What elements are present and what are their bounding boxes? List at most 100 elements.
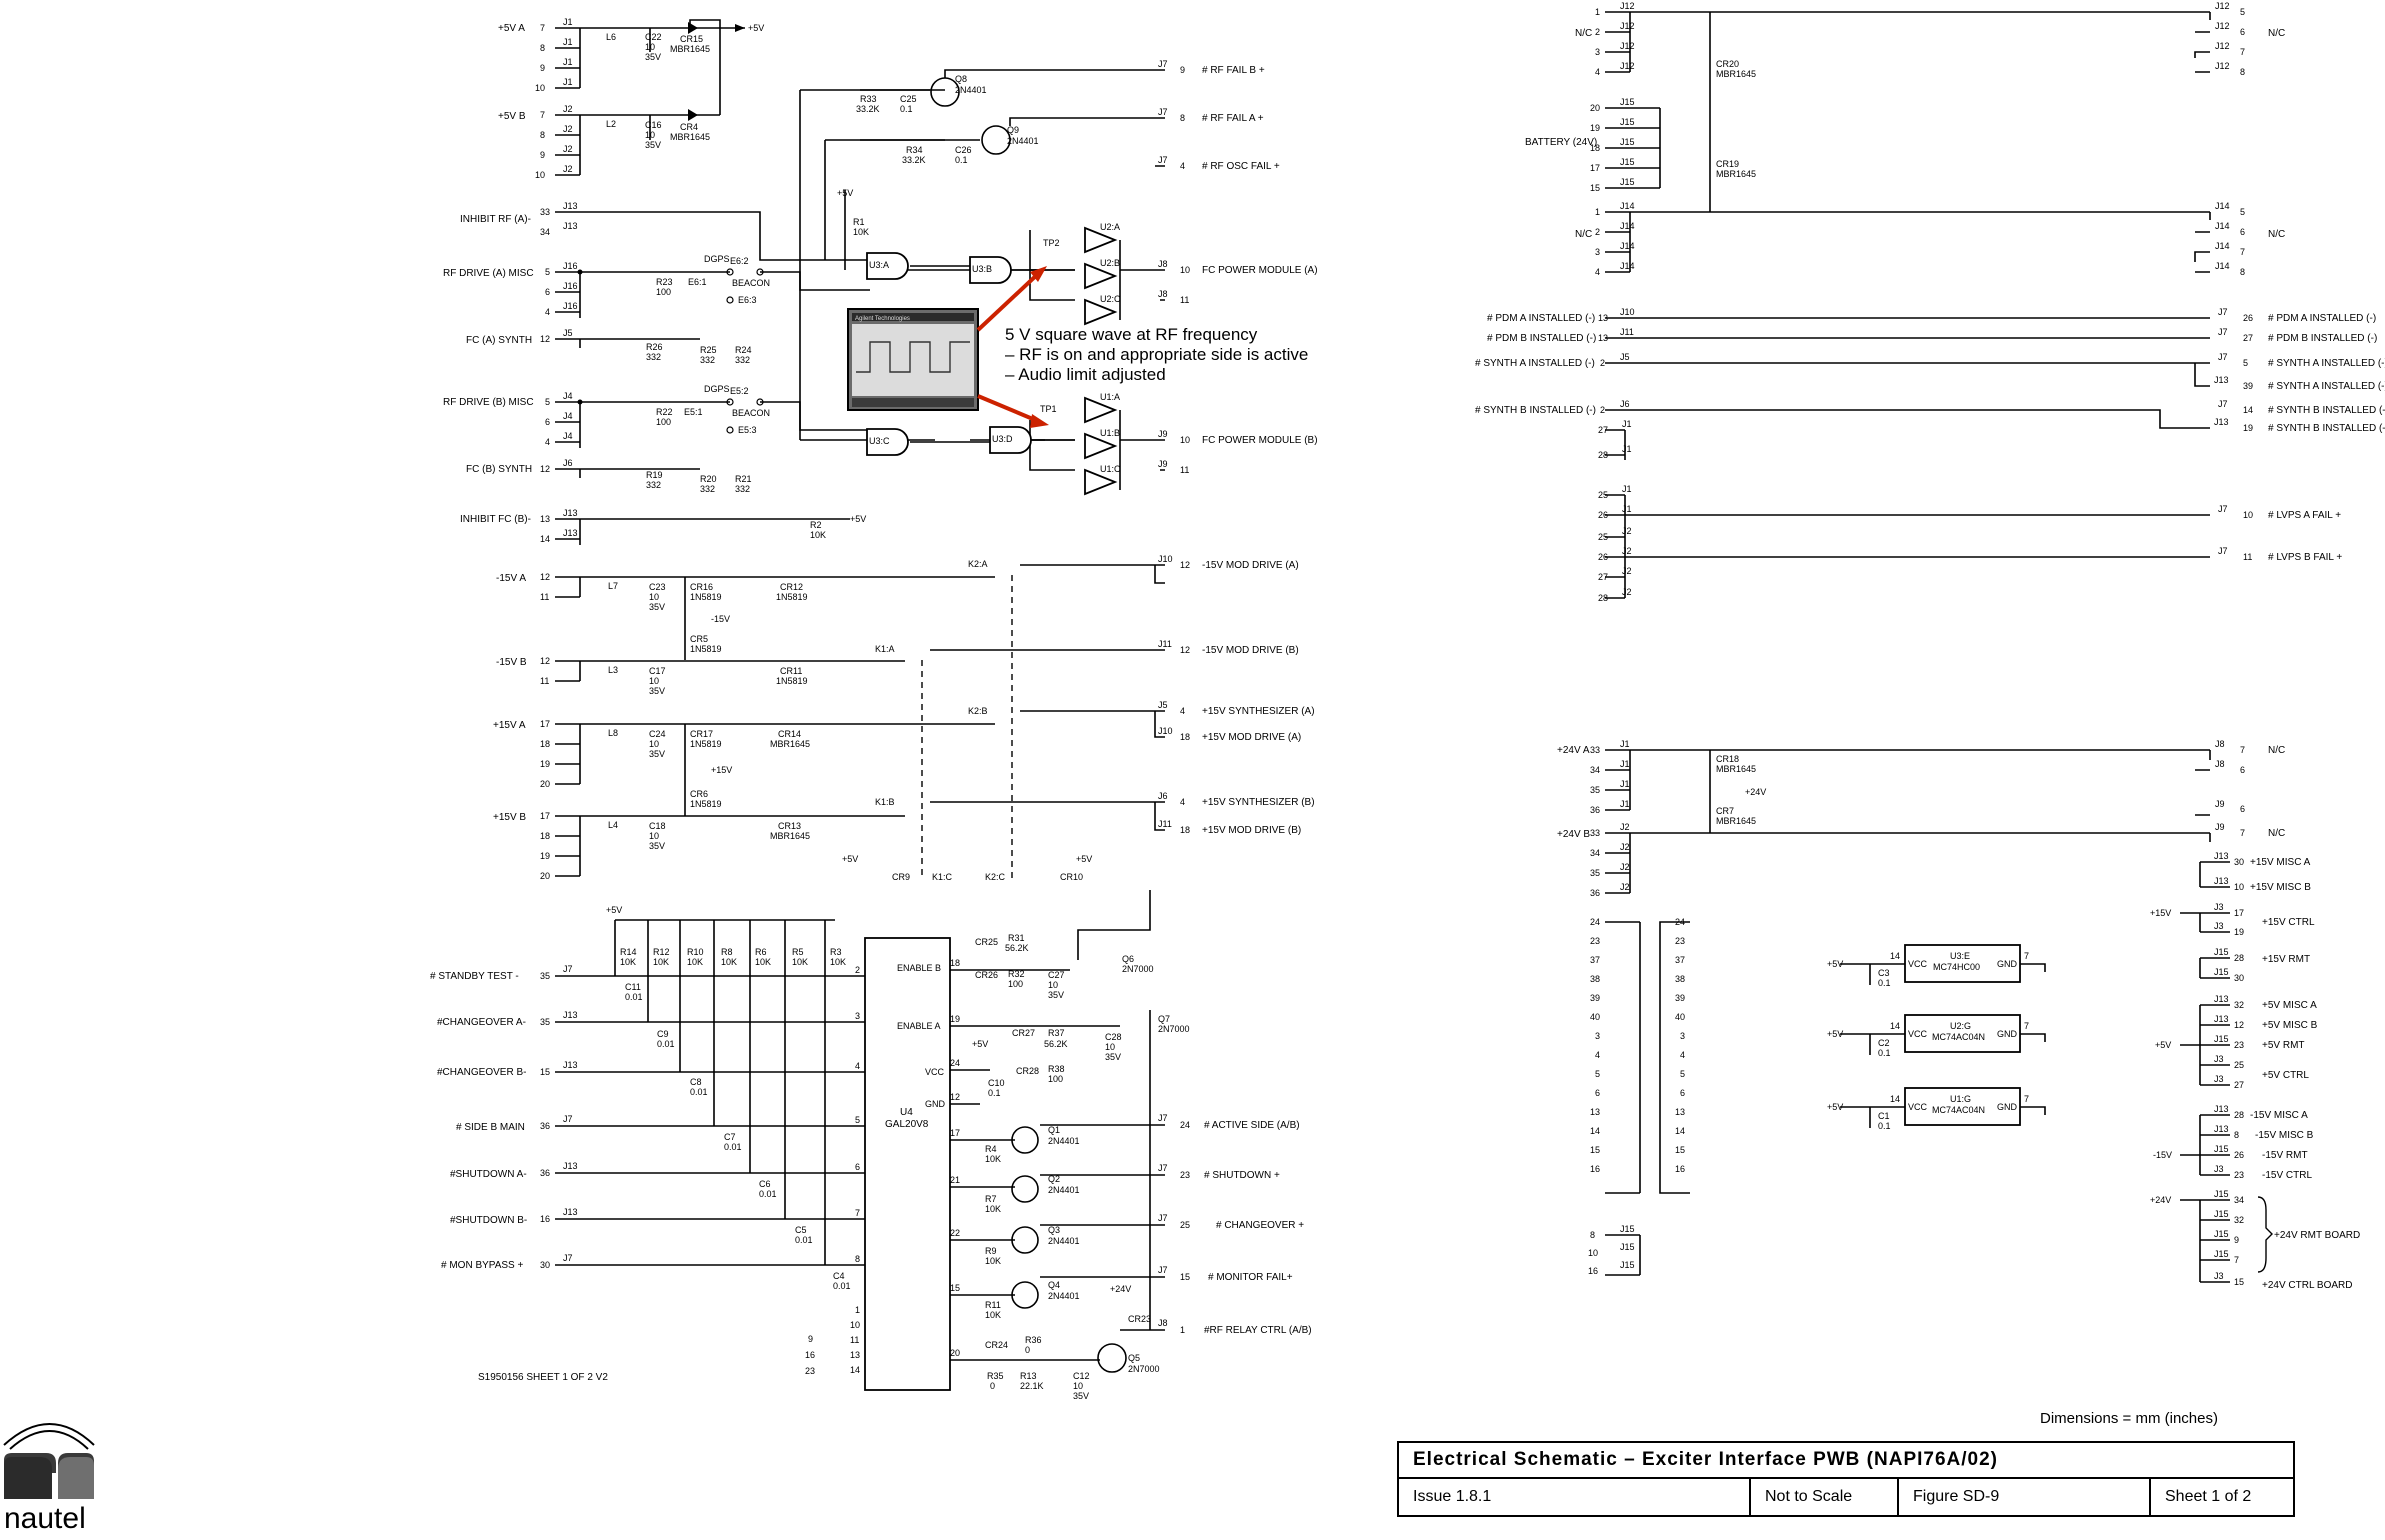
svg-text:7: 7 (2234, 1255, 2239, 1265)
svg-text:R5: R5 (792, 947, 804, 957)
svg-text:+5V: +5V (1827, 959, 1843, 969)
svg-text:U2:C: U2:C (1100, 294, 1121, 304)
svg-text:C2: C2 (1878, 1038, 1890, 1048)
svg-text:R25: R25 (700, 345, 717, 355)
svg-text:Q1: Q1 (1048, 1125, 1060, 1135)
svg-text:J14: J14 (1620, 261, 1635, 271)
out-15v-rmt: +15V RMT (2262, 954, 2310, 965)
svg-text:J13: J13 (563, 1060, 578, 1070)
svg-text:24: 24 (1180, 1120, 1190, 1130)
svg-text:10: 10 (2234, 882, 2244, 892)
svg-text:3: 3 (1680, 1031, 1685, 1041)
svg-text:0.1: 0.1 (1878, 1121, 1891, 1131)
out-15v-ctrl: +15V CTRL (2262, 917, 2315, 928)
svg-text:25: 25 (1598, 532, 1608, 542)
title-block-issue: Issue 1.8.1 (1399, 1479, 1751, 1515)
annotation-line1: 5 V square wave at RF frequency (1005, 325, 1258, 344)
svg-text:10: 10 (1048, 980, 1058, 990)
svg-text:0.01: 0.01 (657, 1039, 675, 1049)
svg-text:J11: J11 (1158, 819, 1172, 829)
svg-text:12: 12 (2234, 1020, 2244, 1030)
svg-text:J2: J2 (563, 124, 573, 134)
svg-text:11: 11 (540, 676, 549, 686)
svg-text:17: 17 (2234, 908, 2244, 918)
svg-text:VCC: VCC (925, 1067, 945, 1077)
svg-text:J7: J7 (2218, 327, 2228, 337)
svg-text:J15: J15 (1620, 137, 1635, 147)
title-block: Electrical Schematic – Exciter Interface… (1397, 1441, 2295, 1517)
svg-text:J10: J10 (1158, 726, 1173, 736)
svg-text:Q2: Q2 (1048, 1174, 1060, 1184)
svg-text:32: 32 (2234, 1000, 2244, 1010)
svg-text:BEACON: BEACON (732, 278, 770, 288)
svg-text:10K: 10K (755, 957, 771, 967)
svg-text:J14: J14 (1620, 221, 1635, 231)
svg-text:18: 18 (1180, 825, 1190, 835)
input-label-inhibit-b: INHIBIT FC (B)- (460, 514, 531, 525)
out-5v-rmt: +5V RMT (2262, 1040, 2305, 1051)
svg-text:11: 11 (850, 1335, 859, 1345)
svg-text:4: 4 (1180, 797, 1185, 807)
svg-text:0.01: 0.01 (690, 1087, 708, 1097)
right-out-synth-a2: # SYNTH A INSTALLED (-) (2268, 381, 2385, 392)
svg-text:2N4401: 2N4401 (1048, 1291, 1080, 1301)
svg-text:35V: 35V (649, 841, 665, 851)
svg-text:J10: J10 (1158, 554, 1173, 564)
right-out-synth-b: # SYNTH B INSTALLED (-) (2268, 405, 2385, 416)
svg-text:2N7000: 2N7000 (1122, 964, 1154, 974)
svg-text:10K: 10K (985, 1154, 1001, 1164)
svg-text:23: 23 (2234, 1170, 2244, 1180)
svg-text:J12: J12 (1620, 41, 1635, 51)
svg-text:34: 34 (2234, 1195, 2244, 1205)
svg-text:18: 18 (1180, 732, 1190, 742)
svg-text:6: 6 (2240, 227, 2245, 237)
svg-text:J15: J15 (2214, 947, 2229, 957)
svg-text:R35: R35 (987, 1371, 1004, 1381)
svg-text:2N4401: 2N4401 (955, 85, 987, 95)
svg-text:J15: J15 (2214, 1144, 2229, 1154)
svg-text:19: 19 (1590, 123, 1600, 133)
svg-text:18: 18 (540, 831, 550, 841)
svg-text:VCC: VCC (1908, 1102, 1928, 1112)
title-block-scale: Not to Scale (1751, 1479, 1899, 1515)
svg-text:J2: J2 (563, 104, 573, 114)
svg-text:23: 23 (1180, 1170, 1190, 1180)
svg-text:27: 27 (2234, 1080, 2244, 1090)
svg-text:3: 3 (1595, 247, 1600, 257)
battery-label: BATTERY (24V) (1525, 137, 1597, 148)
svg-text:10: 10 (645, 130, 655, 140)
svg-text:J14: J14 (2215, 241, 2230, 251)
svg-text:2N7000: 2N7000 (1158, 1024, 1190, 1034)
svg-text:J8: J8 (2215, 759, 2225, 769)
svg-text:4: 4 (1180, 706, 1185, 716)
svg-text:13: 13 (1598, 313, 1608, 323)
svg-text:J1: J1 (1620, 739, 1630, 749)
svg-text:27: 27 (1598, 425, 1608, 435)
svg-text:2N4401: 2N4401 (1007, 136, 1039, 146)
output-label-p15-mod-b: +15V MOD DRIVE (B) (1202, 825, 1301, 836)
svg-text:J13: J13 (2214, 876, 2229, 886)
svg-text:0.01: 0.01 (795, 1235, 813, 1245)
svg-text:8: 8 (540, 43, 545, 53)
svg-text:R6: R6 (755, 947, 767, 957)
svg-text:J12: J12 (1620, 61, 1635, 71)
svg-text:J7: J7 (563, 1253, 573, 1263)
svg-text:CR20: CR20 (1716, 59, 1739, 69)
gal-in-side-b: # SIDE B MAIN (456, 1122, 525, 1133)
svg-text:+5V: +5V (1827, 1102, 1843, 1112)
svg-text:4: 4 (545, 437, 550, 447)
svg-text:16: 16 (1675, 1164, 1685, 1174)
nautel-logo-icon (3, 1423, 95, 1499)
svg-text:0.01: 0.01 (625, 992, 643, 1002)
svg-text:11: 11 (2243, 552, 2252, 562)
svg-text:17: 17 (950, 1128, 960, 1138)
svg-text:CR12: CR12 (780, 582, 803, 592)
svg-text:9: 9 (1180, 65, 1185, 75)
svg-text:332: 332 (735, 355, 750, 365)
svg-text:J7: J7 (1158, 59, 1168, 69)
gal-in-standby: # STANDBY TEST - (430, 971, 519, 982)
svg-text:J2: J2 (1620, 822, 1630, 832)
